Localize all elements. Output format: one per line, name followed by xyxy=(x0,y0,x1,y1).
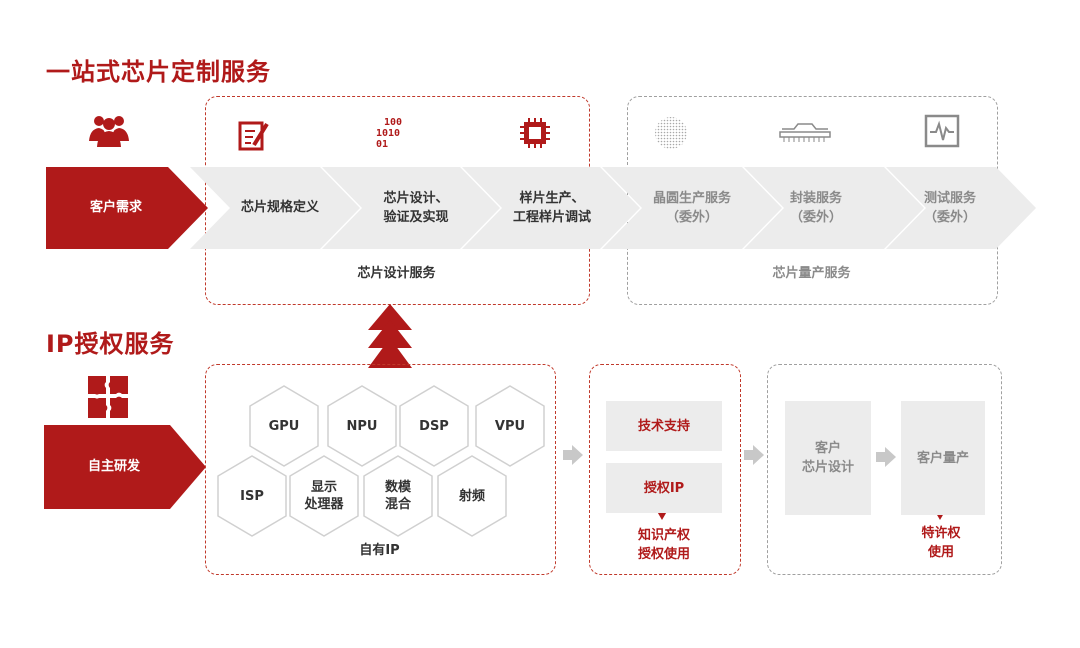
step-1-line-1: 芯片规格定义 xyxy=(240,200,319,215)
chevron-step-3 xyxy=(462,167,640,249)
gray-arrow-3 xyxy=(876,447,896,467)
hex-dsp xyxy=(399,385,469,467)
customer-design-line-2: 芯片设计 xyxy=(801,460,854,475)
tech-support-box: 技术支持 xyxy=(606,401,722,451)
design-service-label: 芯片设计服务 xyxy=(357,266,436,281)
hex-npu xyxy=(327,385,397,467)
customer-need-label: 客户需求 xyxy=(89,200,142,215)
hex-display xyxy=(289,455,359,537)
hex-display-label: 显示 处理器 xyxy=(290,478,358,514)
self-rd-chevron xyxy=(44,425,206,509)
binary-code-icon: 100 1010 01 xyxy=(376,117,410,150)
hex-rf xyxy=(437,455,507,537)
ip-license-usage: 知识产权 授权使用 xyxy=(589,526,739,564)
step-2-line-2: 验证及实现 xyxy=(383,210,449,225)
step-test-service: 测试服务 （委外） xyxy=(890,189,1010,227)
hex-mixed-line-2: 混合 xyxy=(384,497,411,512)
customer-design-line-1: 客户 xyxy=(814,441,841,456)
hex-vpu xyxy=(475,385,545,467)
hex-npu-label: NPU xyxy=(346,418,378,434)
package-icon xyxy=(779,123,831,142)
step-5-line-1: 封装服务 xyxy=(789,191,842,206)
step-2-line-1: 芯片设计、 xyxy=(383,191,449,206)
royalty-line-1: 特许权 xyxy=(921,526,961,541)
step-sample-production: 样片生产、 工程样片调试 xyxy=(488,189,616,227)
hex-gpu xyxy=(249,385,319,467)
customer-group xyxy=(767,364,1002,575)
hex-gpu-label: GPU xyxy=(268,418,300,434)
ip-license-line-2: 授权使用 xyxy=(637,547,690,562)
step-4-line-2: （委外） xyxy=(665,210,718,225)
chevron-step-5 xyxy=(744,167,924,249)
customer-production-box: 客户量产 xyxy=(901,401,985,515)
binary-line-2: 1010 xyxy=(376,128,401,139)
step-6-line-2: （委外） xyxy=(923,210,976,225)
chip-icon xyxy=(520,118,550,148)
hex-mixed-line-1: 数模 xyxy=(384,480,411,495)
gray-arrow-2 xyxy=(744,445,764,465)
custom-service-title: 一站式芯片定制服务 xyxy=(46,58,271,86)
ip-license-group xyxy=(589,364,741,575)
hex-display-line-2: 处理器 xyxy=(304,497,344,512)
license-ip-box: 授权IP xyxy=(606,463,722,513)
step-3-line-2: 工程样片调试 xyxy=(512,210,591,225)
hex-rf-line-1: 射频 xyxy=(458,488,485,504)
step-spec-definition: 芯片规格定义 xyxy=(220,198,340,217)
royalty-line-2: 使用 xyxy=(927,545,954,560)
hex-vpu-label: VPU xyxy=(494,418,526,434)
customer-production-label: 客户量产 xyxy=(916,450,969,466)
step-6-line-1: 测试服务 xyxy=(923,191,976,206)
hex-mixed-signal-label: 数模 混合 xyxy=(364,478,432,514)
test-monitor-icon xyxy=(924,114,960,148)
chevron-step-6 xyxy=(886,167,1036,249)
hex-isp-label: ISP xyxy=(218,486,286,506)
upward-arrow-icon xyxy=(368,304,412,368)
customer-need-chevron xyxy=(46,167,208,249)
own-ip-group xyxy=(205,364,556,575)
chevron-step-4 xyxy=(602,167,782,249)
chevron-step-1 xyxy=(190,167,360,249)
checklist-icon xyxy=(238,121,269,151)
own-ip-label: 自有IP xyxy=(359,543,400,558)
step-package-service: 封装服务 （委外） xyxy=(756,189,876,227)
binary-line-1: 100 xyxy=(384,117,403,128)
production-service-label: 芯片量产服务 xyxy=(772,266,851,281)
hex-mixed-signal xyxy=(363,455,433,537)
puzzle-icon xyxy=(88,376,128,418)
customer-design-box: 客户 芯片设计 xyxy=(785,401,871,515)
hex-display-line-1: 显示 xyxy=(310,480,337,495)
step-4-line-1: 晶圆生产服务 xyxy=(652,191,731,206)
tech-support-label: 技术支持 xyxy=(637,418,690,434)
wafer-icon xyxy=(655,117,687,149)
royalty-usage: 特许权 使用 xyxy=(893,524,989,562)
hex-isp-line-1: ISP xyxy=(240,488,264,504)
step-wafer-service: 晶圆生产服务 （委外） xyxy=(632,189,752,227)
ip-service-title: IP授权服务 xyxy=(46,330,175,358)
gray-arrow-1 xyxy=(563,445,583,465)
hex-dsp-label: DSP xyxy=(419,418,449,434)
self-rd-label: 自主研发 xyxy=(87,459,140,474)
team-icon xyxy=(89,116,129,147)
chevron-step-2 xyxy=(322,167,500,249)
license-ip-label: 授权IP xyxy=(643,480,685,496)
hex-rf-label: 射频 xyxy=(438,486,506,506)
step-design-verify: 芯片设计、 验证及实现 xyxy=(356,189,476,227)
ip-license-line-1: 知识产权 xyxy=(637,528,690,543)
step-3-line-1: 样片生产、 xyxy=(519,191,585,206)
binary-line-3: 01 xyxy=(376,139,389,150)
step-5-line-2: （委外） xyxy=(789,210,842,225)
hex-isp xyxy=(217,455,287,537)
